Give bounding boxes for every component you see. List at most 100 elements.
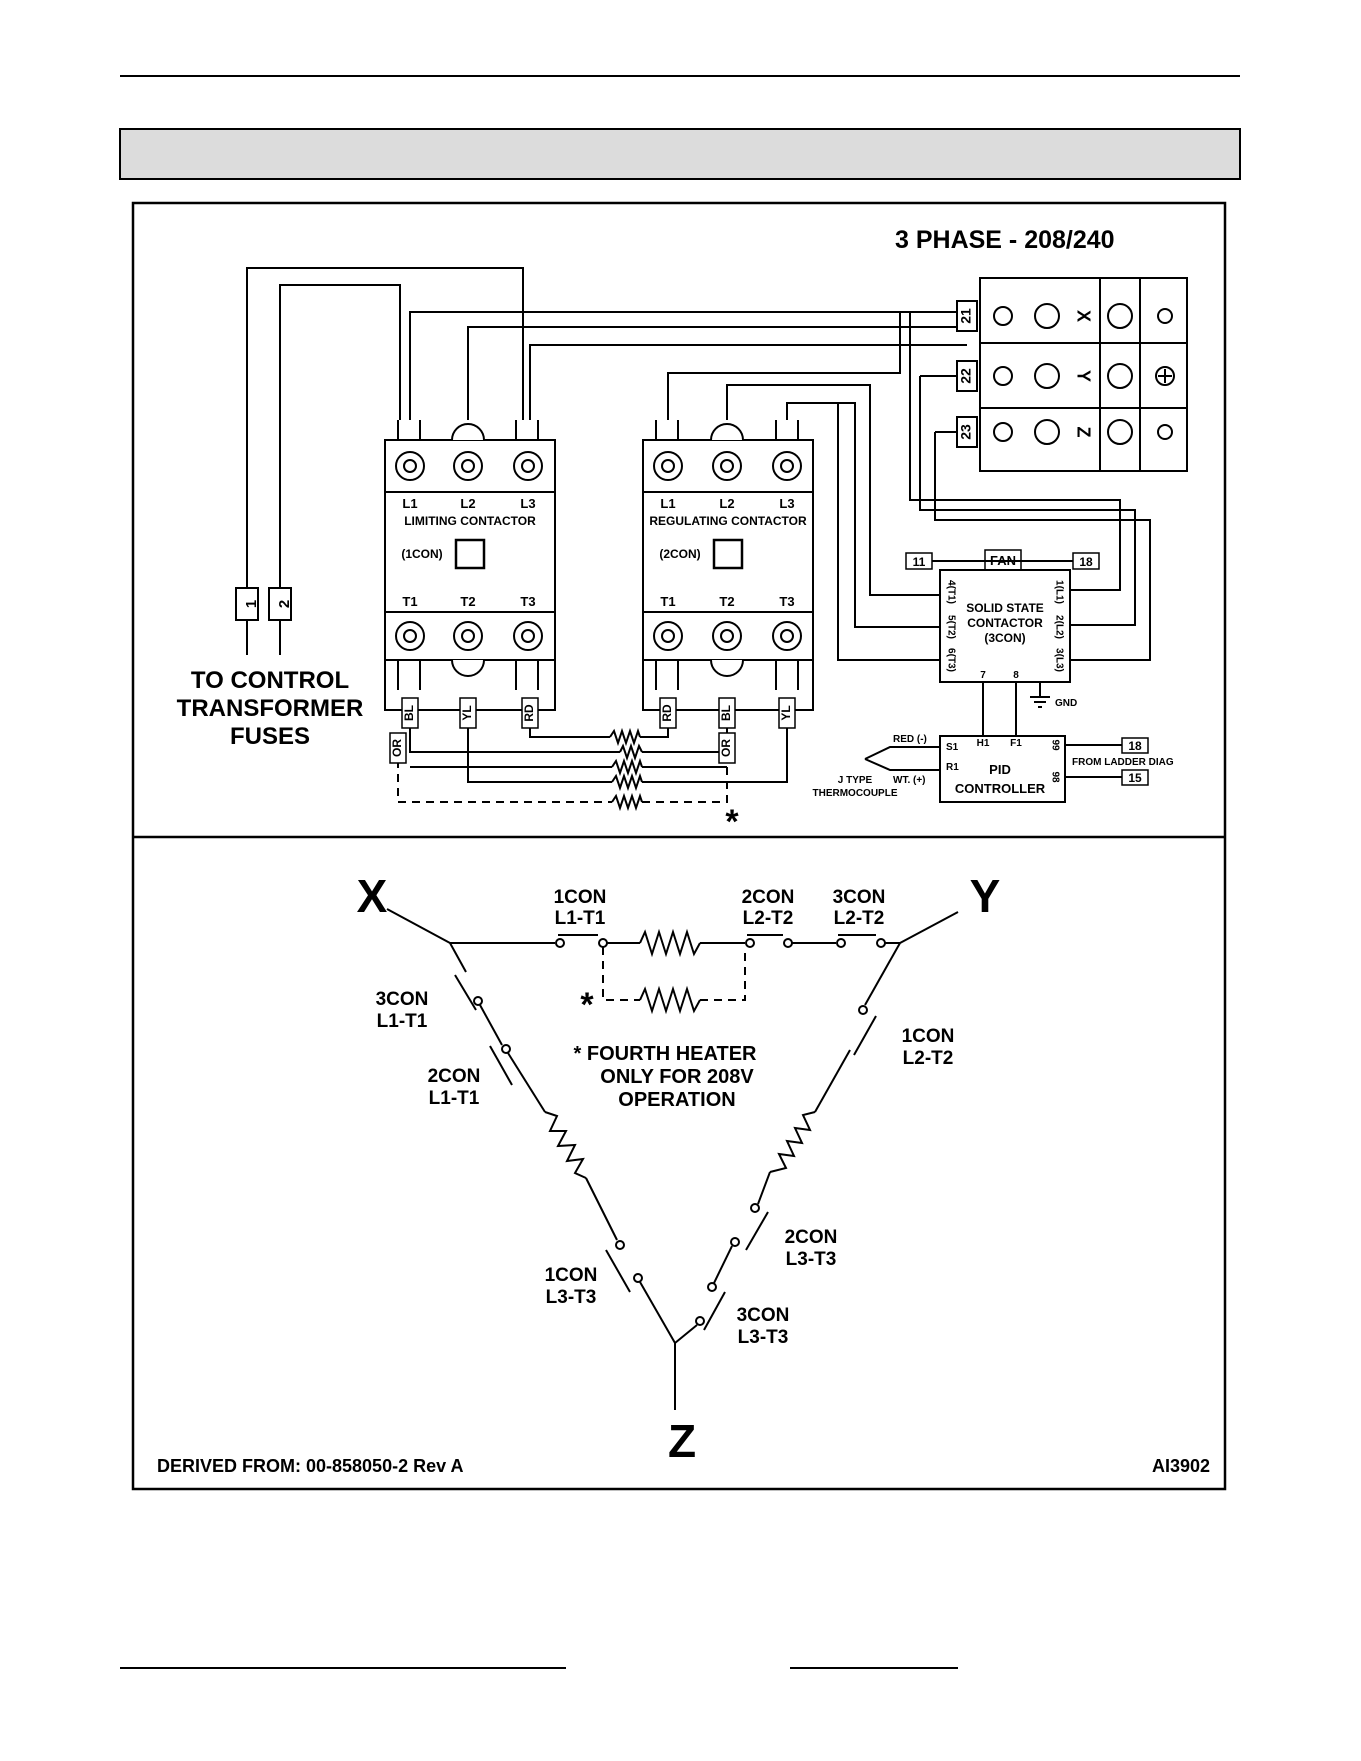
control-terminal-2-label: 2 (276, 600, 293, 608)
ssr-title-2: CONTACTOR (967, 616, 1043, 630)
pid-terminal-15 (1121, 769, 1149, 786)
terminal-block (979, 277, 1188, 472)
ssr-title-1: SOLID STATE (966, 601, 1044, 615)
feed-2con-l2 (726, 384, 860, 420)
1con-t1-label: T1 (402, 594, 417, 609)
thermocouple-red-label: RED (-) (893, 734, 927, 745)
feed-z-to-1con-l3 (529, 344, 967, 420)
pid-title-1: PID (989, 762, 1011, 777)
1con-l2-label: L2 (460, 496, 475, 511)
note-line-3: OPERATION (618, 1089, 735, 1111)
left-label-1-line-2: L1-T1 (377, 1011, 428, 1032)
heater-wire-yl (467, 728, 612, 783)
thermocouple-label-1: J TYPE (838, 775, 873, 786)
diagram-frame (131, 201, 1227, 1491)
top-label-2-line-2: L2-T2 (743, 908, 794, 929)
ssr-title-3: (3CON) (984, 631, 1025, 645)
pid-pin-99: 99 (1049, 739, 1060, 751)
2con-l3-label: L3 (779, 496, 794, 511)
resistor-bl (619, 742, 643, 762)
control-terminal-1-label: 1 (243, 600, 260, 608)
right-label-1-line-1: 1CON (902, 1026, 955, 1047)
wire-ssr-left-2 (838, 402, 940, 628)
control-terminal-1 (235, 587, 259, 621)
fourth-heater-wire-2 (642, 760, 728, 803)
thermocouple-label-2: THERMOCOUPLE (813, 788, 898, 799)
fourth-heater-wire-1 (397, 760, 612, 803)
phase-y-label: Y (1073, 370, 1093, 382)
wire-ssr-right-1 (909, 312, 1121, 591)
2con-name: REGULATING CONTACTOR (649, 514, 807, 528)
right-label-1-line-2: L2-T2 (903, 1048, 954, 1069)
section-header-band (119, 128, 1241, 180)
terminal-23-label: 23 (958, 424, 974, 440)
1con-l3-label: L3 (520, 496, 535, 511)
resistor-fourth (611, 792, 643, 812)
1con-t2-label: T2 (460, 594, 475, 609)
heater-wire-rd2 (640, 728, 669, 738)
pid-title-2: CONTROLLER (955, 781, 1046, 796)
wire-tags (389, 697, 796, 764)
control-terminal-2 (268, 587, 292, 621)
terminal-23 (956, 416, 978, 448)
ssr-pin-7: 7 (980, 670, 986, 681)
from-ladder-note: FROM LADDER DIAG (1072, 757, 1174, 768)
left-label-2-line-1: 2CON (428, 1066, 481, 1087)
1con-tag: (1CON) (401, 547, 442, 561)
tag-yl-right: YL (779, 705, 793, 720)
regulating-contactor (642, 420, 814, 711)
ssr-pin-1l1: 1(L1) (1053, 580, 1064, 604)
tag-or-left: OR (390, 739, 404, 757)
feed-2con-l1 (667, 312, 901, 420)
node-y-label: Y (970, 870, 1001, 922)
1con-l1-label: L1 (402, 496, 417, 511)
note-line-2: ONLY FOR 208V (600, 1066, 754, 1088)
heater-wire-yl2 (642, 728, 788, 783)
fan-terminal-18-label: 18 (1079, 555, 1093, 569)
heater-wire-bl2 (642, 728, 728, 753)
ssr-pin-3l3: 3(L3) (1053, 648, 1064, 672)
left-note-line-1: TO CONTROL (191, 667, 349, 694)
pid-pin-s1: S1 (946, 742, 959, 753)
node-x-label: X (357, 870, 388, 922)
terminal-22-label: 22 (958, 368, 974, 384)
tag-or-right: OR (719, 739, 733, 757)
derived-from: DERIVED FROM: 00-858050-2 Rev A (157, 1456, 463, 1476)
solid-state-contactor (939, 569, 1071, 683)
right-label-2-line-1: 2CON (785, 1227, 838, 1248)
right-label-2-line-2: L3-T3 (786, 1249, 837, 1270)
wire-ssr-left-3 (837, 403, 940, 661)
ssr-pin-8: 8 (1013, 670, 1019, 681)
wire-ssr-left-1 (860, 384, 940, 596)
fourth-heater-asterisk-top: * (725, 803, 739, 841)
pid-terminal-18 (1121, 737, 1149, 754)
tag-rd-left: RD (522, 704, 536, 722)
node-z-label: Z (668, 1415, 696, 1467)
ssr-pin-6t3: 6(T3) (945, 648, 956, 672)
2con-t2-label: T2 (719, 594, 734, 609)
fan-label: FAN (990, 553, 1016, 568)
fourth-heater-asterisk-bottom: * (580, 986, 594, 1024)
right-label-3-line-1: 3CON (737, 1305, 790, 1326)
pid-pin-r1: R1 (946, 762, 959, 773)
note-line-1: * FOURTH HEATER (574, 1043, 758, 1065)
control-wire-1 (246, 267, 524, 655)
feed-y-to-1con-l2 (467, 326, 967, 420)
phase-x-label: X (1073, 310, 1093, 322)
feed-2con-l3 (786, 402, 838, 420)
pid-terminal-15-label: 15 (1128, 771, 1142, 785)
ssr-pin-4t1: 4(T1) (945, 580, 956, 604)
pid-pin-98: 98 (1049, 771, 1060, 783)
feed-x-to-1con-l1 (409, 311, 967, 420)
heater-wire-bl (409, 728, 620, 753)
pid-pin-h1: H1 (977, 738, 990, 749)
thermocouple-wire-red (864, 746, 940, 760)
wire-ssr-right-3 (934, 432, 1151, 661)
drawing-id: AI3902 (1152, 1456, 1210, 1476)
left-note-line-2: TRANSFORMER (177, 695, 364, 722)
thermocouple-wire-wt (864, 758, 940, 771)
left-label-3-line-2: L3-T3 (546, 1287, 597, 1308)
resistor-mid (611, 757, 643, 777)
2con-l1-label: L1 (660, 496, 675, 511)
